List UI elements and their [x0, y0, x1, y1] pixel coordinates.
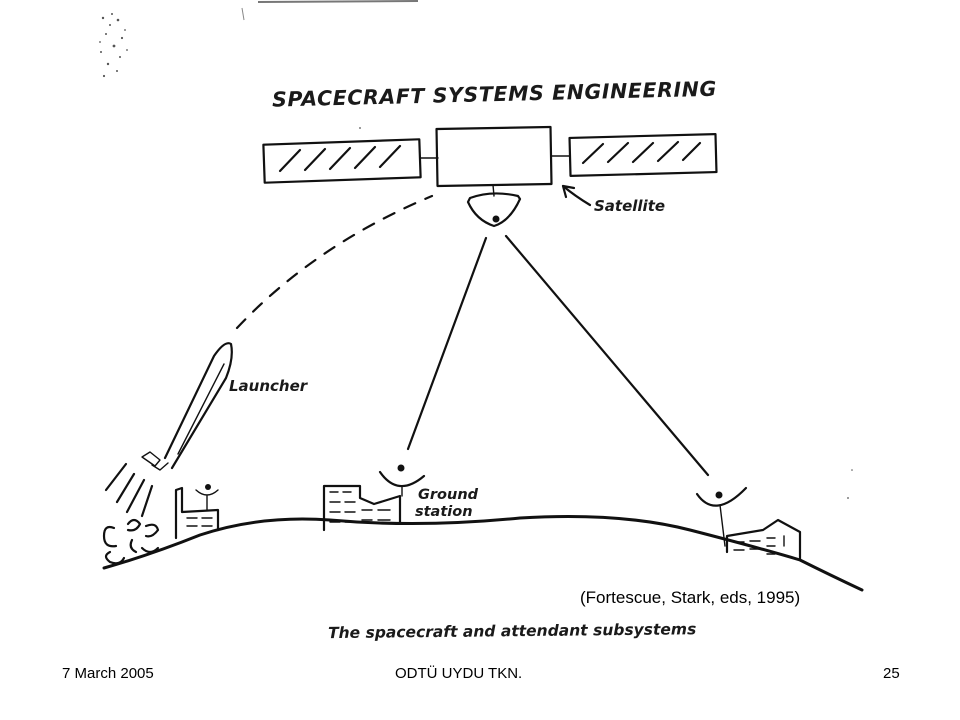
footer-center-text: ODTÜ UYDU TKN. — [395, 665, 523, 682]
scan-noise — [99, 13, 853, 499]
remote-station-dish — [695, 486, 748, 507]
solar-panel-left-hatching — [278, 144, 402, 173]
terrain-line — [102, 515, 864, 592]
scan-edge-mark — [241, 7, 245, 21]
figure-title: SPACECRAFT SYSTEMS ENGINEERING — [272, 77, 717, 112]
satellite — [262, 125, 718, 228]
link-satellite-to-remote-station — [504, 234, 710, 477]
satellite-arrowhead — [561, 184, 576, 199]
footer-date: 7 March 2005 — [62, 665, 154, 682]
page-number: 25 — [883, 665, 900, 682]
figure-caption: The spacecraft and attendant subsystems — [328, 620, 696, 642]
launcher-rocket — [141, 342, 233, 471]
link-satellite-to-ground-station — [406, 236, 488, 451]
solar-panel-right-hatching — [581, 140, 702, 165]
scan-edge-line — [257, 0, 419, 3]
remote-station — [695, 486, 802, 562]
ground-station-dish — [378, 470, 426, 488]
launcher-label: Launcher — [229, 377, 309, 395]
launch-site — [174, 484, 220, 540]
satellite-label: Satellite — [594, 197, 665, 215]
ground-station-label-line1: Ground — [418, 487, 479, 503]
satellite-body — [435, 125, 553, 188]
satellite-feed — [492, 215, 500, 223]
exhaust-smoke — [102, 518, 160, 565]
launch-trajectory — [235, 194, 434, 330]
rocket-nozzle — [141, 451, 161, 467]
solar-panel-left — [262, 138, 422, 184]
solar-panel-right — [568, 132, 718, 178]
satellite-dish — [466, 192, 522, 228]
exhaust-plume — [104, 462, 154, 518]
citation: (Fortescue, Stark, eds, 1995) — [580, 588, 801, 607]
satellite-arrow — [561, 184, 592, 207]
ground-station-label-line2: station — [415, 504, 473, 520]
